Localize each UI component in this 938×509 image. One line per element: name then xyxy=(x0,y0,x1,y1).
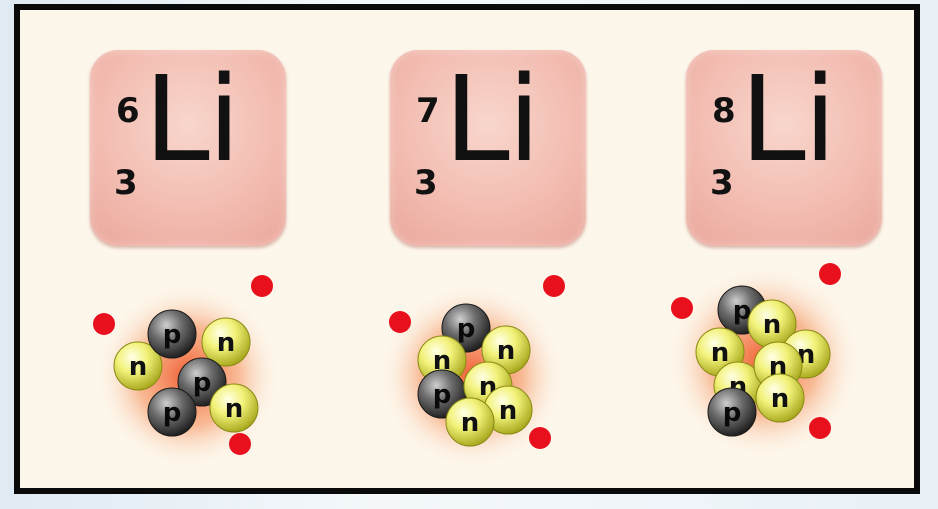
svg-text:n: n xyxy=(433,346,452,376)
mass-number: 8 xyxy=(712,91,736,131)
svg-text:n: n xyxy=(225,394,244,424)
atomic-number: 3 xyxy=(710,163,734,203)
svg-text:n: n xyxy=(711,338,730,368)
svg-text:p: p xyxy=(433,380,452,410)
mass-number: 6 xyxy=(116,91,140,131)
isotope-symbol-li7: 7 3 Li xyxy=(390,50,586,246)
neutron: n xyxy=(481,325,531,375)
mass-number: 7 xyxy=(416,91,440,131)
svg-text:n: n xyxy=(461,408,480,438)
element-symbol: Li xyxy=(144,50,241,188)
diagram-frame: 6 3 Li 7 3 Li 8 3 Li xyxy=(14,4,920,494)
electron xyxy=(229,433,251,455)
atomic-number: 3 xyxy=(114,163,138,203)
element-symbol: Li xyxy=(740,50,837,188)
atomic-number: 3 xyxy=(414,163,438,203)
neutron: n xyxy=(201,317,251,367)
svg-text:n: n xyxy=(499,396,518,426)
electron xyxy=(671,297,693,319)
neutron: n xyxy=(113,341,163,391)
neutron: n xyxy=(747,299,797,349)
electron xyxy=(543,275,565,297)
neutron: n xyxy=(445,397,495,447)
electron xyxy=(93,313,115,335)
svg-text:p: p xyxy=(163,398,182,428)
svg-text:p: p xyxy=(193,368,212,398)
proton: p xyxy=(147,387,197,437)
svg-text:n: n xyxy=(771,384,790,414)
proton: p xyxy=(707,387,757,437)
isotope-symbol-li6: 6 3 Li xyxy=(90,50,286,246)
electron xyxy=(389,311,411,333)
svg-text:p: p xyxy=(723,398,742,428)
svg-text:p: p xyxy=(163,320,182,350)
svg-text:n: n xyxy=(763,310,782,340)
neutron: n xyxy=(483,385,533,435)
neutron: n xyxy=(209,383,259,433)
electron xyxy=(529,427,551,449)
electron xyxy=(251,275,273,297)
neutron: n xyxy=(417,335,467,385)
electron xyxy=(819,263,841,285)
svg-text:p: p xyxy=(733,296,752,326)
isotope-symbol-li8: 8 3 Li xyxy=(686,50,882,246)
neutron: n xyxy=(755,373,805,423)
element-symbol: Li xyxy=(444,50,541,188)
svg-text:p: p xyxy=(457,314,476,344)
svg-text:n: n xyxy=(217,328,236,358)
electron xyxy=(809,417,831,439)
svg-text:n: n xyxy=(497,336,516,366)
svg-text:n: n xyxy=(129,352,148,382)
proton: p xyxy=(147,309,197,359)
